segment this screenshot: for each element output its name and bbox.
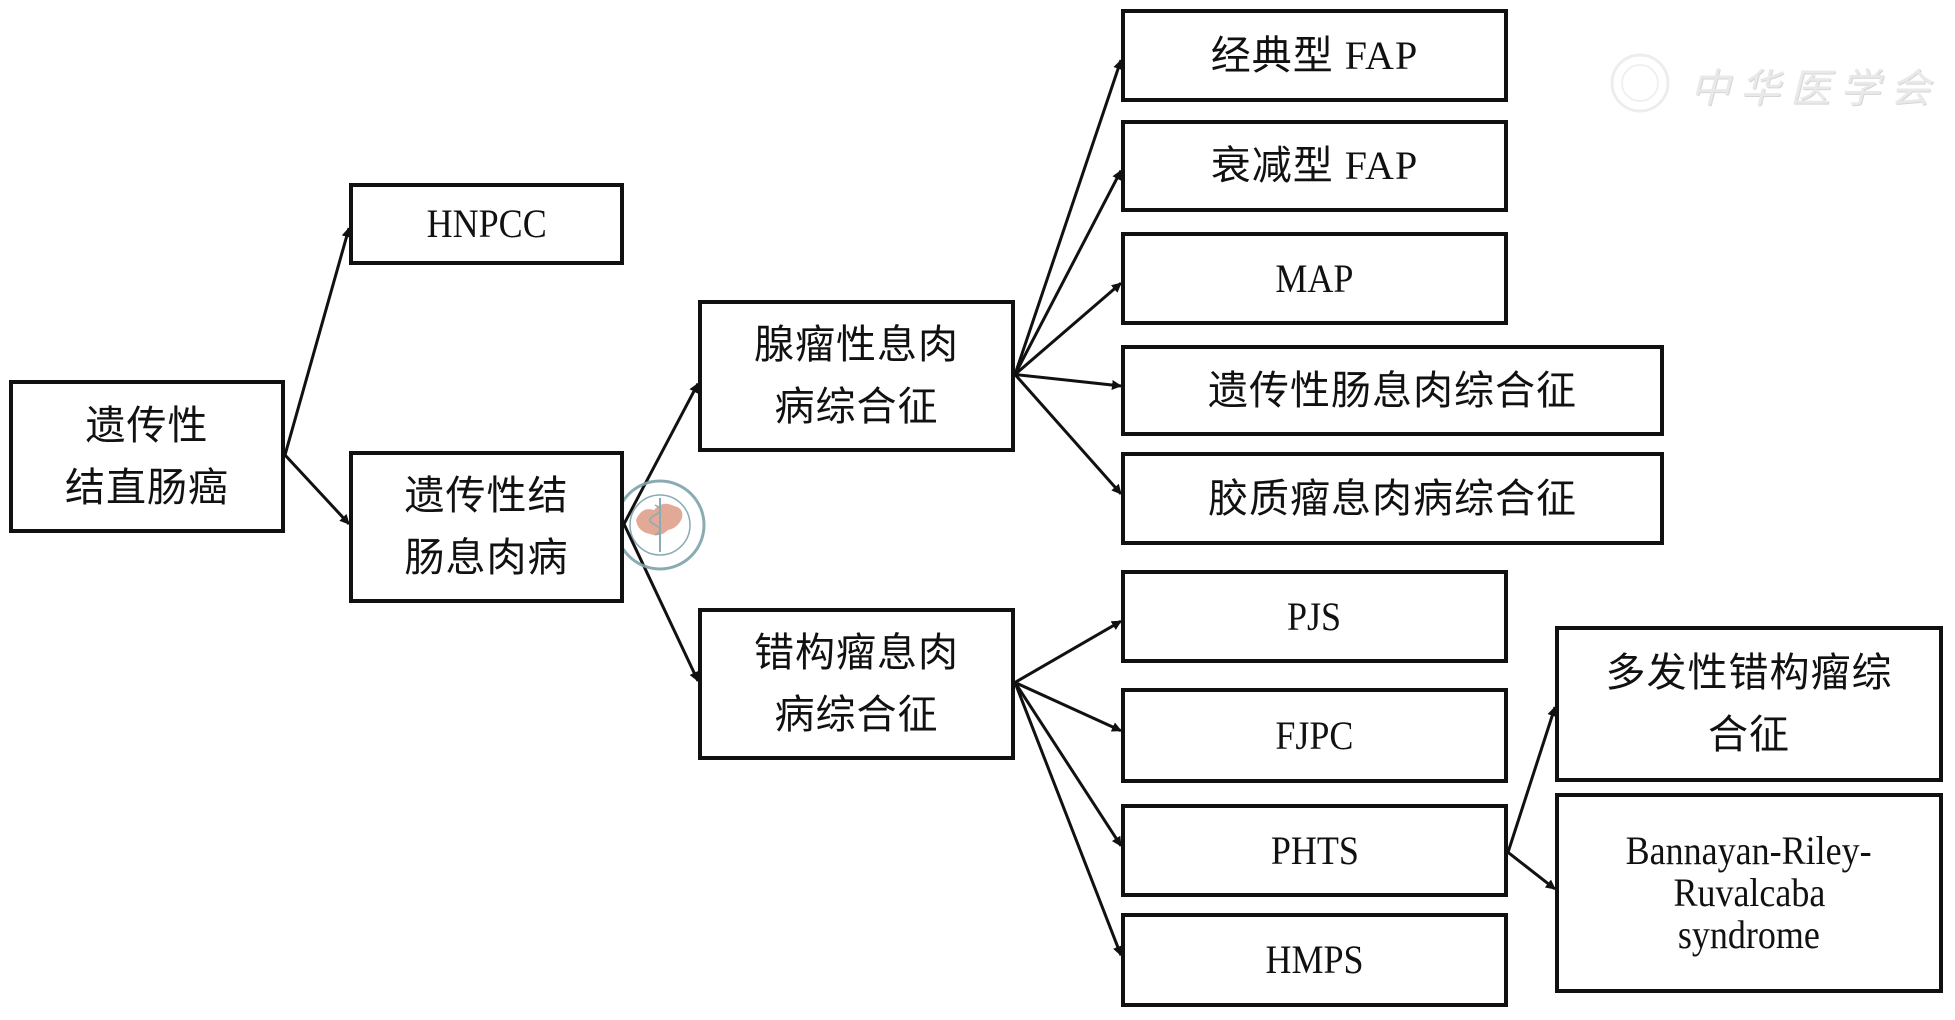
arrow-adenomatous-to-hereditary-intestinal-polyp: [1014, 372, 1122, 390]
arrow-phts-to-multiple-hamartoma: [1506, 706, 1557, 853]
node-label-line: 结直肠癌: [65, 464, 229, 510]
arrow-root-to-hnpcc: [283, 227, 352, 456]
node-hamartomatous-polyposis: 错构瘤息肉病综合征: [698, 608, 1015, 760]
node-adenomatous-polyposis: 腺瘤性息肉病综合征: [698, 300, 1015, 452]
node-label-line: syndrome: [1677, 912, 1820, 957]
serpent-icon: [649, 504, 661, 536]
node-label-line: 经典型 FAP: [1210, 32, 1419, 78]
arrow-polyposis-to-adenomatous: [622, 382, 700, 525]
arrow-hamartomatous-to-phts: [1013, 681, 1123, 847]
node-label-line: 肠息肉病: [404, 535, 569, 580]
node-label-line: MAP: [1275, 255, 1354, 301]
node-label-line: HMPS: [1265, 937, 1364, 982]
node-phts: PHTS: [1121, 804, 1508, 897]
node-label-line: Ruvalcaba: [1673, 870, 1825, 915]
arrow-adenomatous-to-glioma-polyposis: [1013, 373, 1123, 495]
arrow-hamartomatous-to-fjpc: [1014, 681, 1122, 733]
node-label-line: 遗传性结: [404, 473, 569, 518]
node-label-line: Bannayan-Riley-: [1626, 828, 1872, 873]
corner-watermark-text: 中华医学会: [1690, 66, 1940, 112]
arrow-adenomatous-to-map: [1014, 282, 1122, 376]
node-label-line: 腺瘤性息肉: [754, 322, 959, 367]
node-label-line: FJPC: [1275, 712, 1354, 758]
node-label-line: 遗传性: [85, 402, 209, 448]
node-label-line: 病综合征: [774, 384, 939, 429]
node-pjs: PJS: [1121, 570, 1508, 663]
arrow-polyposis-to-hamartomatous: [622, 523, 700, 682]
node-label-line: 衰减型 FAP: [1210, 143, 1419, 188]
node-label-line: PJS: [1287, 593, 1342, 639]
arrow-phts-to-brrs: [1507, 851, 1556, 891]
node-hnpcc: HNPCC: [349, 183, 624, 265]
node-map: MAP: [1121, 232, 1508, 325]
medical-association-logo-watermark: [614, 479, 706, 571]
node-multiple-hamartoma-syndrome: 多发性错构瘤综合征: [1555, 626, 1943, 782]
node-attenuated-fap: 衰减型 FAP: [1121, 120, 1508, 212]
arrow-hamartomatous-to-hmps: [1013, 681, 1123, 957]
node-label-line: 错构瘤息肉: [754, 630, 959, 675]
node-hmps: HMPS: [1121, 913, 1508, 1007]
arrow-root-to-polyposis: [283, 453, 351, 525]
node-hereditary-colorectal-cancer: 遗传性结直肠癌: [9, 380, 285, 533]
node-fjpc: FJPC: [1121, 688, 1508, 783]
node-label-line: HNPCC: [426, 201, 547, 246]
node-label-line: 合征: [1708, 712, 1790, 757]
node-label-line: 遗传性肠息肉综合征: [1208, 367, 1577, 413]
node-label-line: PHTS: [1270, 827, 1359, 873]
arrow-adenomatous-to-attenuated-fap: [1013, 169, 1123, 376]
node-hereditary-intestinal-polyp-syndrome: 遗传性肠息肉综合征: [1121, 345, 1664, 436]
node-classic-fap: 经典型 FAP: [1121, 9, 1508, 102]
corner-logo-watermark: [1610, 53, 1670, 113]
node-label-line: 胶质瘤息肉病综合征: [1208, 475, 1577, 521]
arrow-adenomatous-to-classic-fap: [1013, 59, 1123, 375]
node-label-line: 病综合征: [774, 692, 939, 737]
node-glioma-polyposis-syndrome: 胶质瘤息肉病综合征: [1121, 452, 1664, 545]
node-label-line: 多发性错构瘤综: [1605, 650, 1893, 695]
arrow-hamartomatous-to-pjs: [1014, 619, 1122, 684]
node-hereditary-polyposis: 遗传性结肠息肉病: [349, 451, 624, 603]
